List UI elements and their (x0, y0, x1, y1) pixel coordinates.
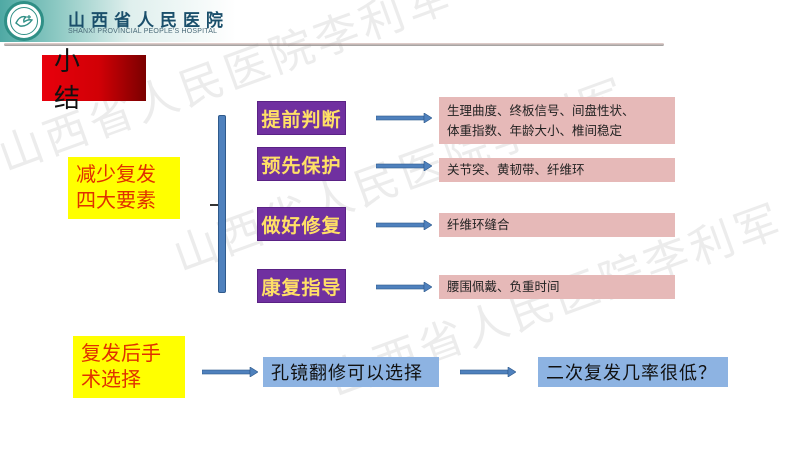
hospital-logo-icon (4, 1, 44, 41)
main-topic-line1: 减少复发 (76, 162, 156, 186)
header-divider (4, 43, 664, 46)
surgery-topic-line2: 术选择 (81, 367, 141, 391)
factor-label-2: 预先保护 (257, 147, 346, 181)
header-banner: 山西省人民医院 SHANXI PROVINCIAL PEOPLE'S HOSPI… (0, 0, 236, 42)
surgery-option-box: 孔镜翻修可以选择 (263, 357, 439, 387)
detail-line: 关节突、黄韧带、纤维环 (447, 162, 585, 177)
factor-label-1: 提前判断 (257, 101, 346, 135)
detail-line: 体重指数、年龄大小、椎间稳定 (447, 122, 623, 138)
bracket-bar (218, 115, 226, 293)
factor-detail-2: 关节突、黄韧带、纤维环 (439, 158, 675, 182)
arrow-right-icon (376, 161, 432, 171)
arrow-right-icon (376, 113, 432, 123)
hospital-name-cn: 山西省人民医院 (68, 11, 229, 31)
factor-label-4: 康复指导 (257, 269, 346, 303)
factor-detail-1: 生理曲度、终板信号、间盘性状、 体重指数、年龄大小、椎间稳定 (439, 97, 675, 144)
arrow-right-icon (376, 220, 432, 230)
surgery-topic-line1: 复发后手 (81, 341, 161, 365)
detail-line: 纤维环缝合 (447, 217, 510, 232)
main-topic-line2: 四大要素 (76, 188, 156, 212)
factor-detail-3: 纤维环缝合 (439, 213, 675, 237)
factor-detail-4: 腰围佩戴、负重时间 (439, 275, 675, 299)
dove-icon (10, 7, 38, 35)
slide-title: 小 结 (42, 47, 146, 114)
detail-line: 腰围佩戴、负重时间 (447, 279, 560, 294)
surgery-topic-box: 复发后手 术选择 (73, 336, 185, 398)
main-topic-box: 减少复发 四大要素 (68, 157, 180, 219)
arrow-right-icon (376, 282, 432, 292)
bracket-connector (210, 204, 219, 206)
arrow-right-icon (460, 367, 516, 377)
arrow-right-icon (202, 367, 258, 377)
hospital-name-en: SHANXI PROVINCIAL PEOPLE'S HOSPITAL (68, 28, 218, 35)
conclusion-box: 二次复发几率很低？ (538, 357, 728, 387)
detail-line: 生理曲度、终板信号、间盘性状、 (447, 102, 635, 118)
factor-label-3: 做好修复 (257, 207, 346, 241)
